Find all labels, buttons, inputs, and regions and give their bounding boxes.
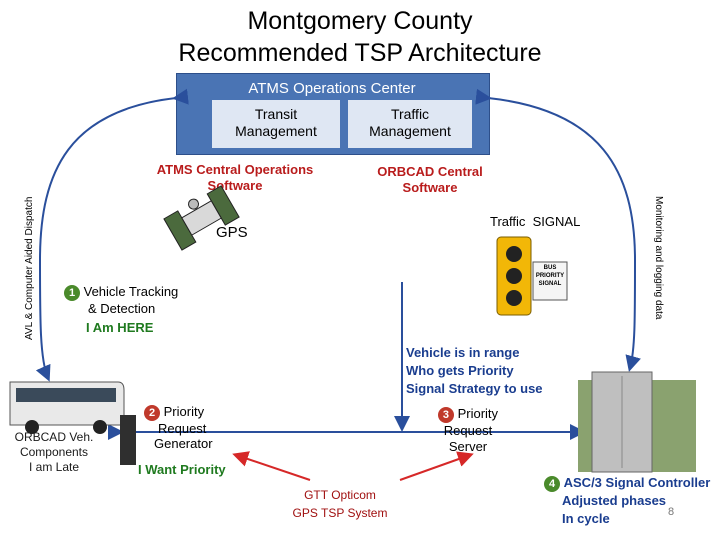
step-1: 1 Vehicle Tracking & Detection I Am HERE — [64, 284, 178, 336]
orbcad-veh-line-1: ORBCAD Veh. — [14, 430, 94, 444]
traffic-management-line-2: Management — [369, 123, 451, 139]
request-generator-device — [120, 415, 136, 465]
monitoring-arc — [475, 88, 641, 372]
vehicle-range-line-2: Who gets Priority — [406, 363, 514, 378]
step-3-line-2: Request — [443, 423, 493, 438]
step-1-line-1: Vehicle Tracking — [83, 284, 179, 299]
title-line-2: Recommended TSP Architecture — [178, 39, 542, 67]
step-3-line-3: Server — [448, 439, 488, 454]
orbcad-veh-line-2: Components — [19, 445, 89, 459]
orbcad-software-line-1: ORBCAD Central — [377, 164, 483, 179]
bus-icon — [9, 381, 125, 434]
gtt-line-1: GTT Opticom — [304, 488, 376, 502]
orbcad-vehicle-components: ORBCAD Veh. Components I am Late — [4, 430, 104, 475]
traffic-signal-icon — [496, 236, 568, 316]
avl-dispatch-label: AVL & Computer Aided Dispatch — [24, 196, 35, 340]
vehicle-range-text: Vehicle is in range Who gets Priority Si… — [406, 344, 543, 398]
page-number: 8 — [668, 506, 675, 518]
gtt-arrow-left — [232, 451, 311, 481]
step-2-badge: 2 — [144, 405, 160, 421]
monitoring-logging-label: Monitoring and logging data — [653, 196, 664, 320]
step-1-badge: 1 — [64, 285, 80, 301]
step-3: 3 Priority Request Server — [420, 406, 516, 455]
bus-priority-sign: BUS PRIORITY SIGNAL — [533, 264, 567, 288]
sign-line-3: SIGNAL — [538, 281, 562, 287]
transit-management-line-2: Management — [235, 123, 317, 139]
gtt-label: GTT Opticom GPS TSP System — [280, 486, 400, 522]
sign-line-2: PRIORITY — [535, 273, 565, 279]
satellite-icon — [163, 185, 240, 251]
step-2-line-1: Priority — [163, 404, 205, 419]
step-2-i-want-priority: I Want Priority — [138, 462, 226, 477]
transit-management-line-1: Transit — [254, 106, 298, 122]
controller-cabinet-icon — [578, 371, 696, 473]
orbcad-software-label: ORBCAD Central Software — [360, 164, 500, 196]
traffic-management-line-1: Traffic — [390, 106, 430, 122]
step-2-line-3: Generator — [154, 436, 213, 451]
step-1-line-2: & Detection — [88, 301, 156, 316]
traffic-management-box: Traffic Management — [348, 100, 472, 148]
gtt-line-2: GPS TSP System — [292, 506, 388, 520]
step-4-line-3: In cycle — [562, 511, 610, 526]
step-4: 4 ASC/3 Signal Controller Adjusted phase… — [544, 474, 710, 528]
step-1-line-3: I Am HERE — [86, 320, 154, 335]
atms-software-line-1: ATMS Central Operations — [156, 162, 314, 177]
sign-line-1: BUS — [543, 265, 557, 271]
orbcad-veh-line-3: I am Late — [28, 460, 80, 474]
step-3-line-1: Priority — [457, 406, 499, 421]
step-3-badge: 3 — [437, 407, 454, 423]
gps-label: GPS — [216, 224, 248, 241]
avl-arc — [35, 88, 189, 382]
step-2: 2 Priority Request Generator — [144, 404, 213, 451]
title-line-1: Montgomery County — [247, 7, 473, 35]
step-4-badge: 4 — [544, 476, 560, 492]
traffic-signal-label: Traffic SIGNAL — [490, 214, 581, 229]
gtt-arrow-right — [399, 451, 474, 481]
orbcad-software-line-2: Software — [402, 180, 458, 195]
step-4-line-1: ASC/3 Signal Controller — [563, 475, 711, 490]
vehicle-range-line-1: Vehicle is in range — [406, 345, 520, 360]
vehicle-range-line-3: Signal Strategy to use — [406, 381, 543, 396]
ops-center-title: ATMS Operations Center — [248, 80, 416, 97]
transit-management-box: Transit Management — [212, 100, 340, 148]
step-4-line-2: Adjusted phases — [562, 493, 667, 508]
step-2-line-2: Request — [158, 421, 207, 436]
